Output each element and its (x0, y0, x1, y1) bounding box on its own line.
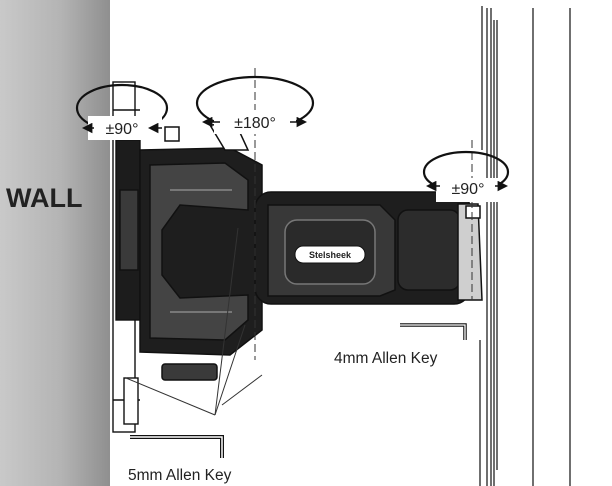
arm-pivot-rotation: ±180° (195, 75, 315, 134)
wall-surface (0, 0, 110, 486)
arm-pivot-angle: ±180° (234, 115, 276, 132)
small-allen-key-label: 4mm Allen Key (334, 350, 438, 367)
brand-badge: Stelsheek (294, 245, 366, 264)
large-allen-key-label: 5mm Allen Key (128, 467, 232, 484)
wall-pivot-angle: ±90° (106, 121, 139, 138)
large-allen-key: 5mm Allen Key (125, 227, 263, 484)
wall-label: WALL (6, 183, 82, 213)
key-pointer-lines (125, 227, 263, 416)
wall-pivot-rotation: ±90° (75, 83, 169, 140)
tv-back-panel (479, 6, 571, 486)
wall-plate (112, 81, 141, 433)
arm-segment-one (139, 123, 263, 381)
small-allen-key: 4mm Allen Key (334, 323, 467, 367)
arm-segment-two (254, 191, 483, 305)
tv-pivot-angle: ±90° (452, 181, 485, 198)
brand-label: Stelsheek (309, 250, 352, 260)
tv-pivot-rotation: ±90° (422, 150, 510, 202)
